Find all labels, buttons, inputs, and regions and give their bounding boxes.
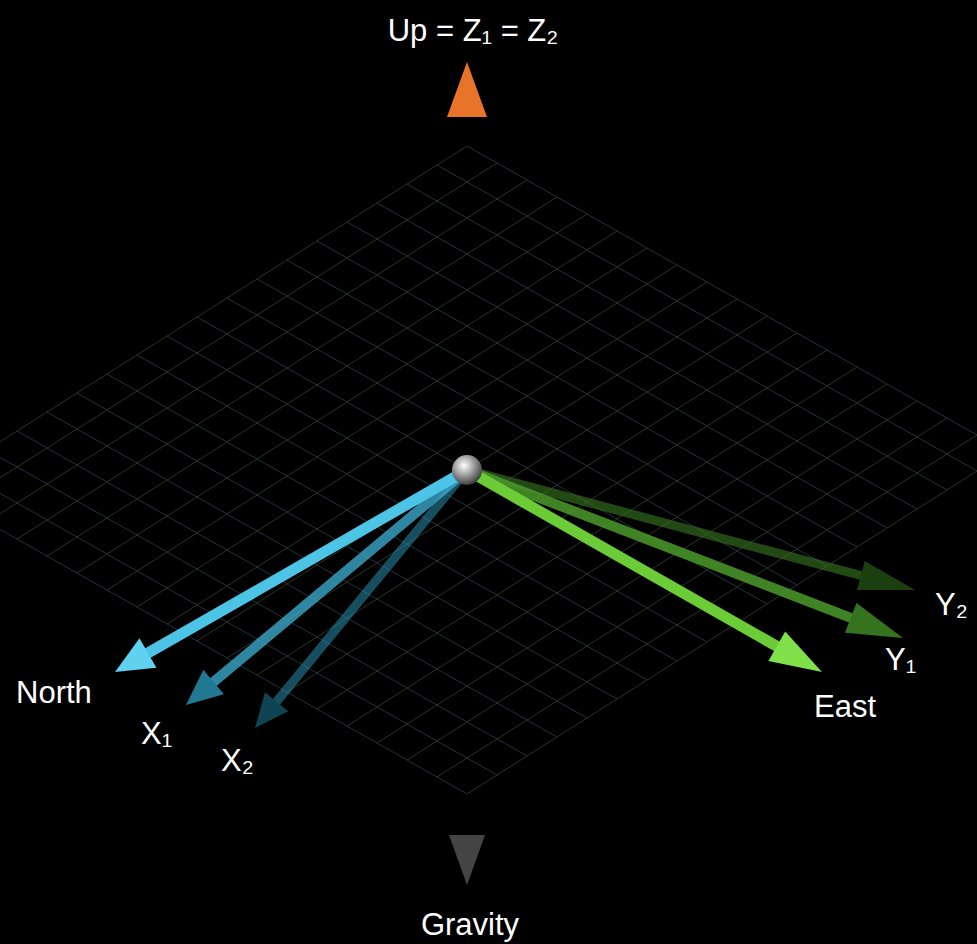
- north-label: North: [16, 677, 92, 708]
- y1-label: Y₁: [885, 644, 916, 675]
- arrow-head: [447, 62, 487, 117]
- east-label: East: [814, 691, 876, 722]
- x1-axis: [186, 470, 467, 705]
- y2-axis: [467, 470, 915, 590]
- floor-grid: [0, 146, 977, 794]
- grid-line: [407, 418, 947, 760]
- x1-label: X₁: [141, 718, 172, 749]
- grid-line: [317, 367, 857, 709]
- arrow-shaft: [461, 480, 474, 835]
- grid-line: [77, 393, 617, 699]
- arrow-head: [186, 670, 224, 705]
- grid-line: [17, 431, 557, 737]
- grid-line: [467, 452, 977, 794]
- y1-axis: [467, 470, 903, 638]
- up-axis: [447, 62, 487, 460]
- grid-line: [0, 469, 497, 775]
- arrow-shaft: [460, 117, 475, 460]
- origin-sphere: [452, 455, 482, 485]
- arrow-head: [449, 835, 485, 885]
- arrow-shaft: [148, 470, 467, 653]
- gravity-label: Gravity: [421, 909, 519, 940]
- arrow-head: [857, 561, 915, 590]
- grid-line: [377, 401, 917, 743]
- gravity-axis: [449, 480, 485, 885]
- arrow-shaft: [467, 470, 777, 646]
- grid-line: [47, 412, 587, 718]
- arrow-head: [115, 638, 156, 672]
- north-axis: [115, 470, 467, 672]
- grid-line: [467, 146, 977, 452]
- east-axis: [467, 470, 822, 672]
- arrow-shaft: [277, 470, 467, 702]
- axis-arrows: [115, 62, 915, 885]
- grid-line: [0, 450, 527, 756]
- arrow-head: [255, 692, 288, 728]
- grid-line: [437, 435, 977, 777]
- up-label: Up = Z₁ = Z₂: [388, 15, 559, 46]
- arrow-shaft: [467, 470, 861, 576]
- y2-label: Y₂: [935, 589, 968, 620]
- arrow-shaft: [467, 470, 851, 618]
- arrow-shaft: [214, 470, 467, 682]
- arrow-head: [768, 632, 822, 672]
- grid-line: [347, 384, 887, 726]
- x2-label: X₂: [221, 745, 254, 776]
- arrow-head: [845, 603, 903, 638]
- x2-axis: [255, 470, 467, 728]
- grid-line: [0, 146, 467, 488]
